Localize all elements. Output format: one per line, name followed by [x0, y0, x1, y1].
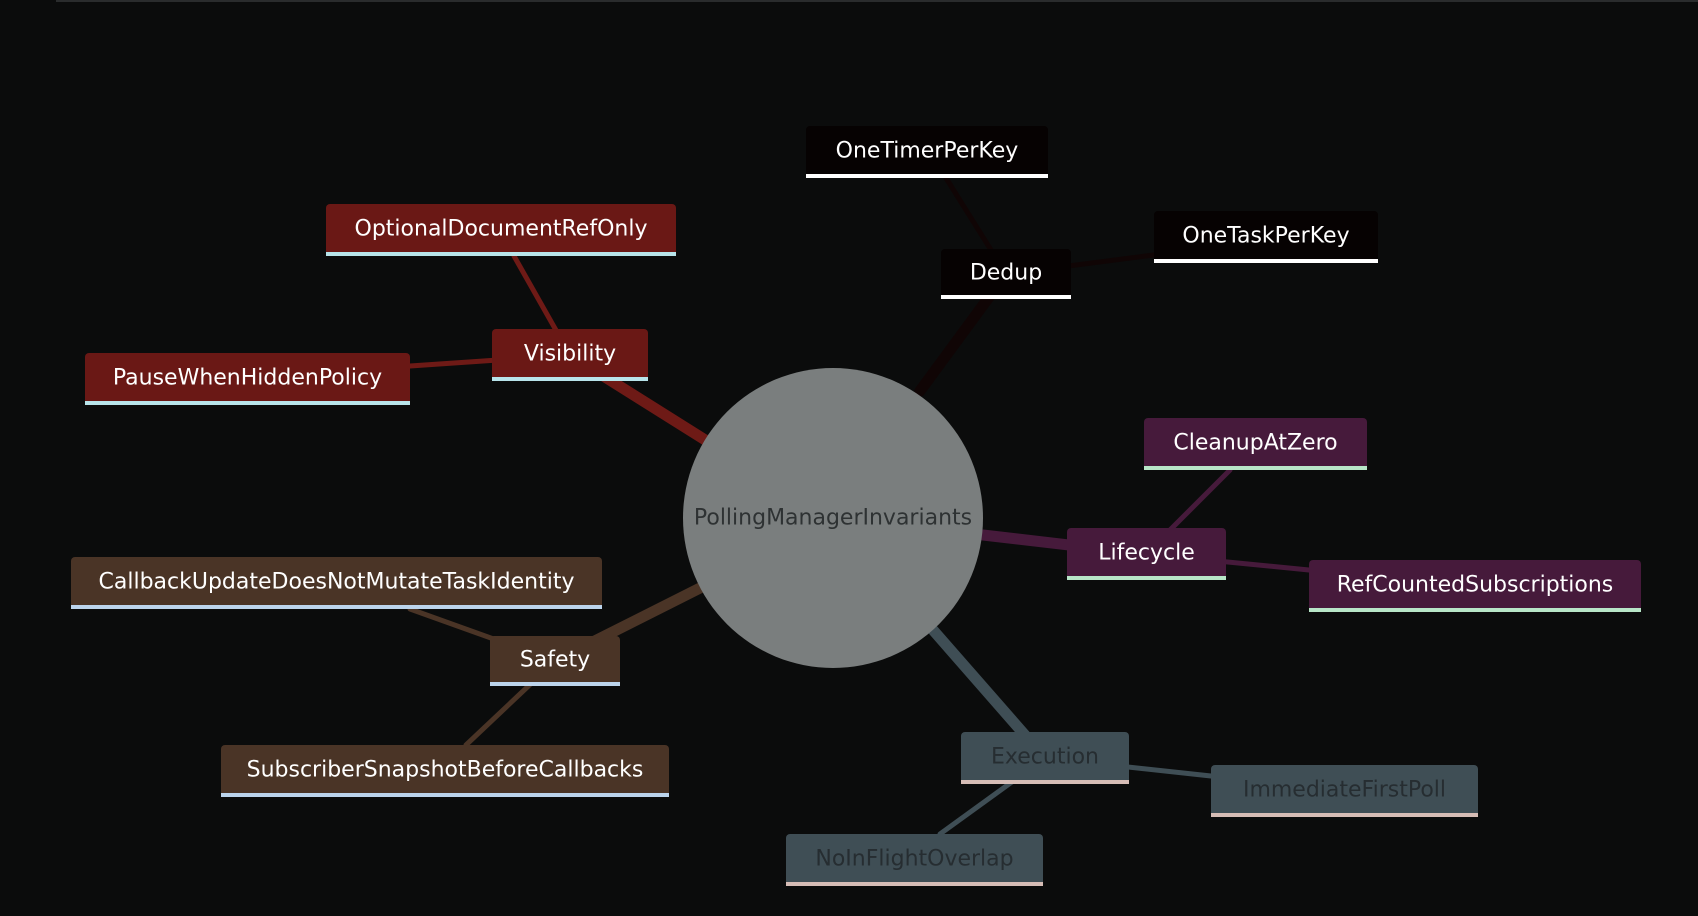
leaf-cleanup-at-zero-label: CleanupAtZero	[1173, 431, 1337, 456]
nodes-layer: PollingManagerInvariants Dedup OneTimerPer…	[71, 126, 1641, 886]
leaf-no-in-flight-overlap-label: NoInFlightOverlap	[815, 847, 1013, 872]
branch-visibility-underline	[492, 377, 648, 381]
branch-visibility[interactable]: Visibility	[492, 329, 648, 381]
leaf-one-timer-per-key-label: OneTimerPerKey	[836, 139, 1019, 164]
leaf-immediate-first-poll[interactable]: ImmediateFirstPoll	[1211, 765, 1478, 817]
leaf-one-task-per-key[interactable]: OneTaskPerKey	[1154, 211, 1378, 263]
leaf-optional-document-ref-only-box	[326, 204, 676, 256]
leaf-ref-counted-subscriptions[interactable]: RefCountedSubscriptions	[1309, 560, 1641, 612]
branch-dedup[interactable]: Dedup	[941, 249, 1071, 299]
leaf-immediate-first-poll-underline	[1211, 813, 1478, 817]
leaf-callback-update-does-not-mutate-task-identity-underline	[71, 605, 602, 609]
branch-dedup-underline	[941, 295, 1071, 299]
leaf-immediate-first-poll-box	[1211, 765, 1478, 817]
leaf-optional-document-ref-only-underline	[326, 252, 676, 256]
leaf-cleanup-at-zero[interactable]: CleanupAtZero	[1144, 418, 1367, 470]
branch-execution[interactable]: Execution	[961, 732, 1129, 784]
leaf-pause-when-hidden-policy-underline	[85, 401, 410, 405]
top-border	[56, 0, 1698, 2]
leaf-one-timer-per-key-box	[806, 126, 1048, 178]
branch-dedup-label: Dedup	[970, 261, 1042, 286]
leaf-immediate-first-poll-label: ImmediateFirstPoll	[1243, 778, 1446, 803]
leaf-subscriber-snapshot-before-callbacks-underline	[221, 793, 669, 797]
branch-execution-label: Execution	[991, 745, 1099, 770]
leaf-one-timer-per-key-underline	[806, 174, 1048, 178]
leaf-ref-counted-subscriptions-label: RefCountedSubscriptions	[1337, 573, 1614, 598]
leaf-no-in-flight-overlap-box	[786, 834, 1043, 886]
branch-safety-underline	[490, 682, 620, 686]
leaf-ref-counted-subscriptions-box	[1309, 560, 1641, 612]
leaf-no-in-flight-overlap-underline	[786, 882, 1043, 886]
root-node[interactable]: PollingManagerInvariants	[683, 368, 983, 668]
leaf-optional-document-ref-only[interactable]: OptionalDocumentRefOnly	[326, 204, 676, 256]
branch-dedup-box	[941, 249, 1071, 299]
branch-lifecycle-box	[1067, 528, 1226, 580]
leaf-subscriber-snapshot-before-callbacks-box	[221, 745, 669, 797]
leaf-pause-when-hidden-policy-box	[85, 353, 410, 405]
branch-visibility-label: Visibility	[524, 342, 616, 367]
leaf-cleanup-at-zero-underline	[1144, 466, 1367, 470]
leaf-callback-update-does-not-mutate-task-identity[interactable]: CallbackUpdateDoesNotMutateTaskIdentity	[71, 557, 602, 609]
root-node-circle	[683, 368, 983, 668]
branch-lifecycle-label: Lifecycle	[1098, 541, 1195, 566]
leaf-callback-update-does-not-mutate-task-identity-label: CallbackUpdateDoesNotMutateTaskIdentity	[99, 570, 575, 595]
leaf-one-task-per-key-box	[1154, 211, 1378, 263]
branch-safety-label: Safety	[520, 648, 590, 673]
leaf-pause-when-hidden-policy[interactable]: PauseWhenHiddenPolicy	[85, 353, 410, 405]
leaf-callback-update-does-not-mutate-task-identity-box	[71, 557, 602, 609]
leaf-one-task-per-key-label: OneTaskPerKey	[1182, 224, 1349, 249]
branch-lifecycle[interactable]: Lifecycle	[1067, 528, 1226, 580]
leaf-cleanup-at-zero-box	[1144, 418, 1367, 470]
branch-safety[interactable]: Safety	[490, 636, 620, 686]
leaf-ref-counted-subscriptions-underline	[1309, 608, 1641, 612]
leaf-one-timer-per-key[interactable]: OneTimerPerKey	[806, 126, 1048, 178]
leaf-subscriber-snapshot-before-callbacks-label: SubscriberSnapshotBeforeCallbacks	[247, 758, 644, 783]
leaf-subscriber-snapshot-before-callbacks[interactable]: SubscriberSnapshotBeforeCallbacks	[221, 745, 669, 797]
leaf-no-in-flight-overlap[interactable]: NoInFlightOverlap	[786, 834, 1043, 886]
branch-execution-underline	[961, 780, 1129, 784]
branch-safety-box	[490, 636, 620, 686]
branch-execution-box	[961, 732, 1129, 784]
leaf-optional-document-ref-only-label: OptionalDocumentRefOnly	[355, 217, 648, 242]
branch-visibility-box	[492, 329, 648, 381]
root-node-label: PollingManagerInvariants	[694, 506, 972, 531]
leaf-one-task-per-key-underline	[1154, 259, 1378, 263]
leaf-pause-when-hidden-policy-label: PauseWhenHiddenPolicy	[113, 366, 382, 391]
branch-lifecycle-underline	[1067, 576, 1226, 580]
